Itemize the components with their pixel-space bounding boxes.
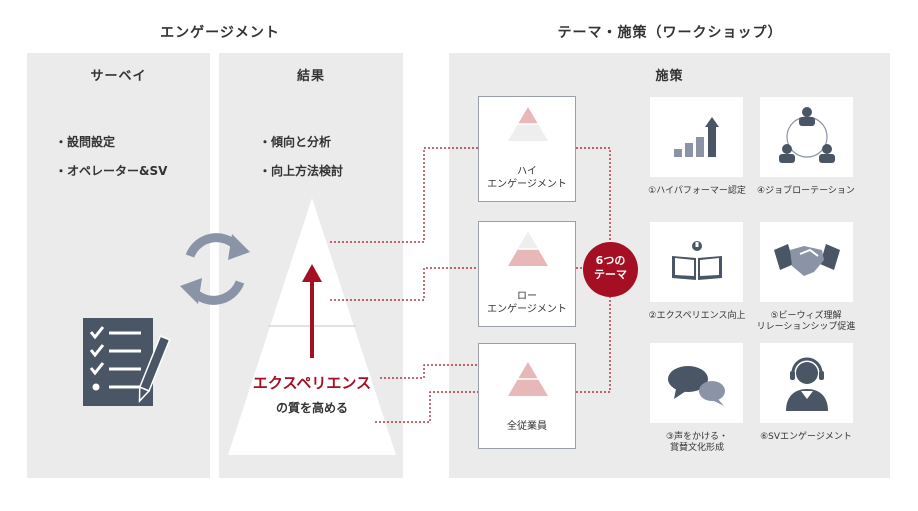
measure-label-5: ⑤ビーウィズ理解 リレーションシップ促進 [756,311,856,332]
measure-item-sv-engagement [760,343,853,423]
results-item-2: ・向上方法検討 [259,164,344,178]
target-label: 全従業員 [507,421,547,432]
six-themes-label: 6つの テーマ [594,254,627,281]
handshake-icon [774,244,840,276]
book-idea-icon [672,241,722,280]
pyramid-highlight-text: エクスペリエンス [252,374,372,392]
measure-item-high-performer [650,97,743,177]
target-high-engagement: ハイ エンゲージメント [478,96,576,202]
measure-label-2: ②エクスペリエンス向上 [648,311,746,321]
survey-item-2: ・オペレーター&SV [55,164,168,178]
results-title: 結果 [296,69,325,84]
survey-title: サーベイ [90,69,147,84]
pyramid-bottom-icon [508,232,548,266]
bar-chart-icon [674,117,719,157]
target-label: ロー エンゲージメント [487,291,567,315]
measure-label-4: ④ジョブローテーション [757,186,855,196]
pyramid-sub-text: の質を高める [275,401,348,415]
rotation-icon [779,107,835,163]
target-label: ハイ エンゲージメント [487,166,567,190]
pyramid-full-icon [508,362,548,396]
cycle-arrows-icon [170,226,260,312]
measure-label-3: ③声をかける・ 賞賛文化形成 [665,432,729,453]
speech-bubbles-icon [668,366,725,406]
target-all-employees: 全従業員 [478,343,576,449]
measure-label-1: ①ハイパフォーマー認定 [648,186,746,196]
measure-label-6: ⑥SVエンゲージメント [760,432,852,442]
engagement-header: エンゲージメント [160,25,280,41]
measure-item-praise [650,343,743,423]
headset-operator-icon [786,357,828,411]
survey-item-1: ・設問設定 [55,135,116,149]
measure-item-job-rotation [760,97,853,177]
results-item-1: ・傾向と分析 [259,135,332,149]
theme-header: テーマ・施策（ワークショップ） [557,25,783,41]
measure-item-experience [650,222,743,302]
target-low-engagement: ロー エンゲージメント [478,221,576,327]
measures-title: 施策 [655,69,684,84]
pyramid [228,198,396,455]
measure-item-relationship [760,222,853,302]
pyramid-top-icon [508,107,548,141]
survey-panel: サーベイ ・設問設定 ・オペレーター&SV [27,53,210,478]
six-themes-badge: 6つの テーマ [583,242,638,297]
checklist-pen-icon [83,318,183,413]
